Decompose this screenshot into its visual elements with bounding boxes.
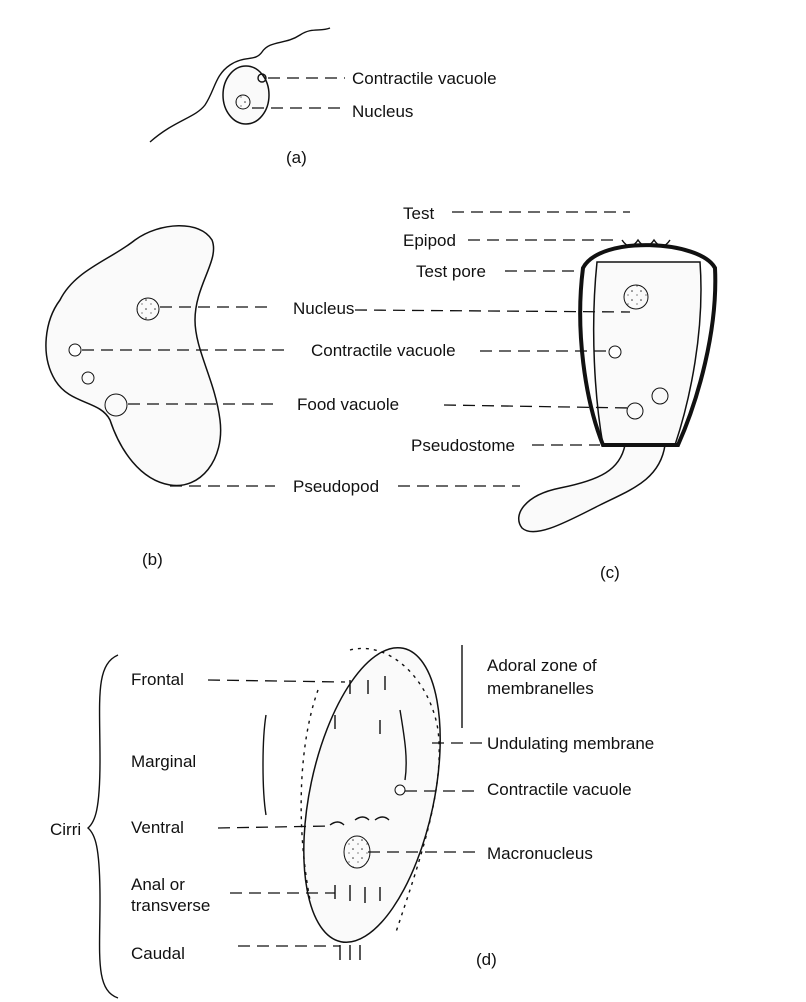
label-frontal: Frontal [131,670,184,689]
amoeba-body [45,225,222,487]
label-pseudopod: Pseudopod [293,477,379,496]
label-undulating-membrane: Undulating membrane [487,734,654,753]
label-food-vacuole: Food vacuole [297,395,399,414]
membranelles [349,647,440,936]
caption-a: (a) [286,148,307,167]
label-contractile-vacuole: Contractile vacuole [311,341,456,360]
nucleus [136,297,160,321]
nucleus [235,94,251,110]
panel-c-testate-amoeba: Test Epipod Test pore Pseudostome (c) [354,204,718,582]
label-caudal: Caudal [131,944,185,963]
contractile-vacuole [394,784,406,796]
panel-a-flagellate: Contractile vacuole Nucleus (a) [149,27,497,167]
pseudopod [517,444,666,533]
label-macronucleus: Macronucleus [487,844,593,863]
flagellum [149,27,331,143]
label-epipod: Epipod [403,231,456,250]
label-transverse: transverse [131,896,210,915]
label-nucleus: Nucleus [293,299,354,318]
cell-body [222,65,270,125]
label-marginal: Marginal [131,752,196,771]
caption-c: (c) [600,563,620,582]
contractile-vacuole [257,73,267,83]
macronucleus [343,835,371,869]
panel-b-amoeba: Nucleus Contractile vacuole Food vacuole… [45,225,456,569]
label-pseudostome: Pseudostome [411,436,515,455]
caption-d: (d) [476,950,497,969]
contractile-vacuole [68,343,82,357]
label-anal-or: Anal or [131,875,185,894]
panel-d-ciliate: Cirri Frontal Marginal Ventral Anal or t… [50,645,654,999]
label-membranelles: membranelles [487,679,594,698]
food-vacuole [104,393,128,417]
ciliate-body [303,646,441,944]
label-adoral-zone: Adoral zone of [487,656,597,675]
label-nucleus: Nucleus [352,102,413,121]
caption-b: (b) [142,550,163,569]
label-test-pore: Test pore [416,262,486,281]
label-contractile-vacuole: Contractile vacuole [352,69,497,88]
test [578,243,718,447]
label-contractile-vacuole: Contractile vacuole [487,780,632,799]
label-test: Test [403,204,434,223]
marginal-bracket [262,714,267,816]
undulating-membrane [399,709,407,781]
label-ventral: Ventral [131,818,184,837]
cirri-brace [86,654,119,999]
epipod [621,238,671,247]
label-cirri: Cirri [50,820,81,839]
nucleus [623,284,649,310]
